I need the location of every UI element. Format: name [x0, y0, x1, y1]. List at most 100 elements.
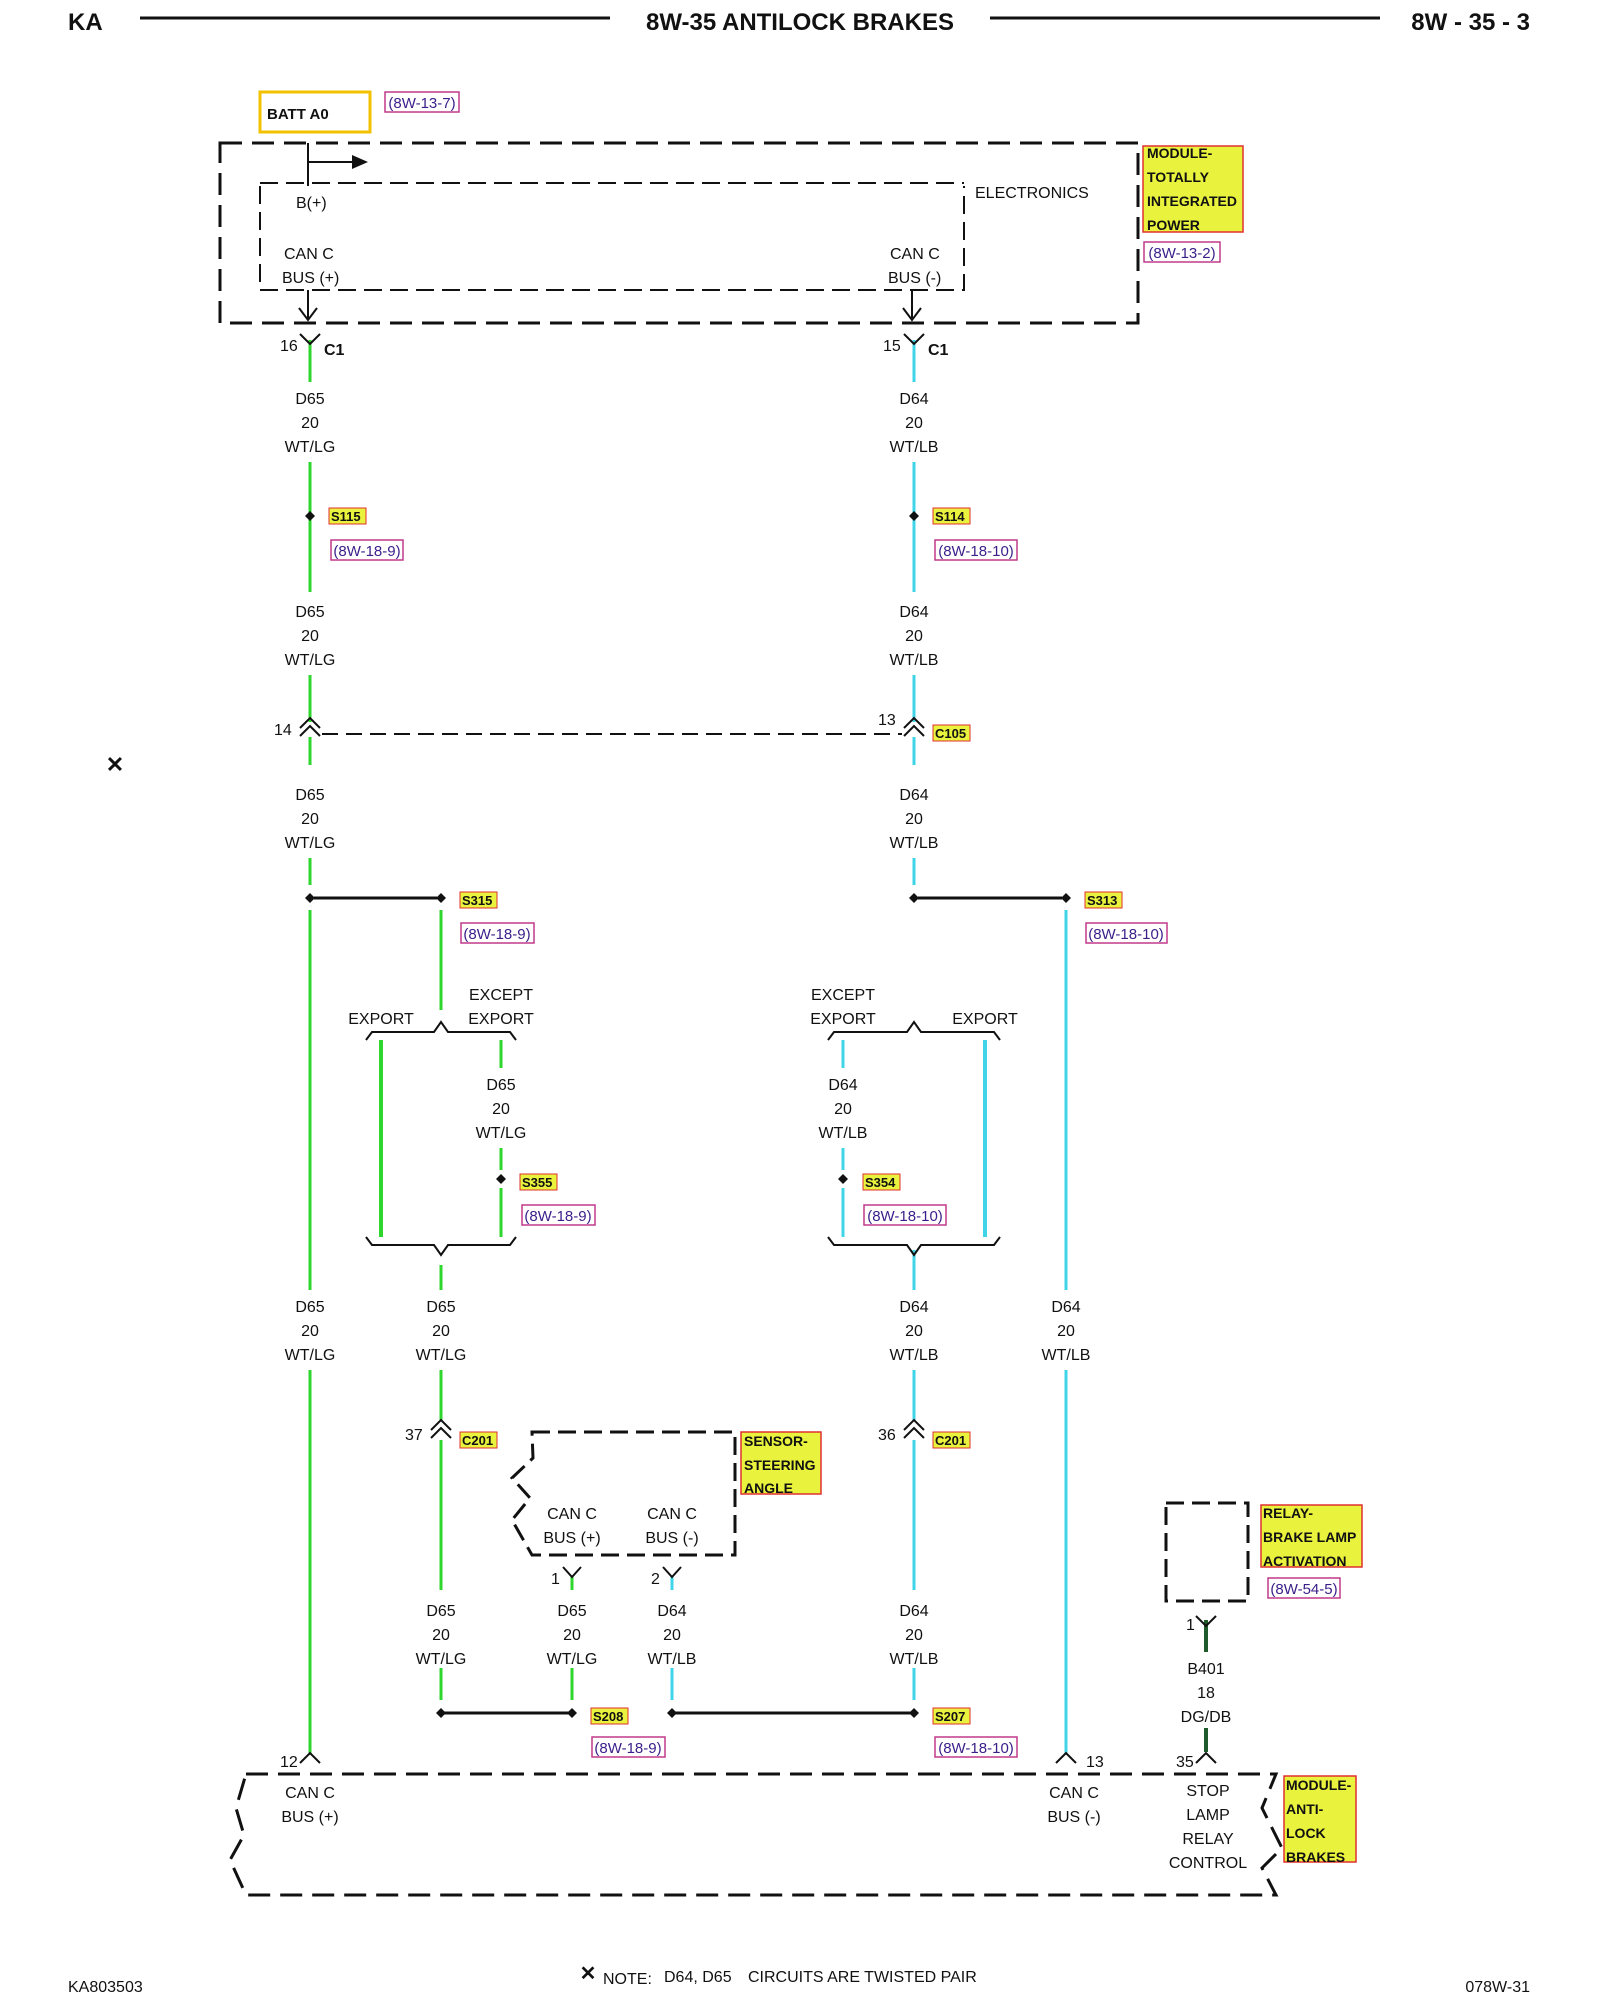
option-except-right-1: EXCEPT [811, 987, 875, 1004]
option-except-right-2: EXPORT [810, 1011, 876, 1028]
relay-name-1: RELAY- [1263, 1505, 1313, 1521]
wire-label-gauge: 20 [301, 811, 319, 828]
wire-label-gauge: 20 [905, 1323, 923, 1340]
footer-note-text: CIRCUITS ARE TWISTED PAIR [748, 1969, 977, 1986]
wire-label-circuit: D65 [295, 391, 324, 408]
wire-label-circuit: D64 [657, 1603, 686, 1620]
splice-dot-s208-a [436, 1708, 446, 1718]
connector-c201: 37 C201 36 C201 [405, 1418, 971, 1449]
tipm-name-3: INTEGRATED [1147, 193, 1237, 209]
sensor-pin-left: 1 [551, 1571, 560, 1588]
tipm-connector-right: C1 [928, 342, 949, 359]
sensor-pin-right: 2 [651, 1571, 660, 1588]
wire-label-circuit: D64 [1051, 1299, 1080, 1316]
splice-s207-ref: (8W-18-10) [938, 1740, 1014, 1757]
splice-s115-ref: (8W-18-9) [333, 543, 400, 560]
option-except-left-1: EXCEPT [469, 987, 533, 1004]
sensor-name-2: STEERING [744, 1457, 816, 1473]
wire-label-gauge: 20 [1057, 1323, 1075, 1340]
wire-label-gauge: 20 [301, 1323, 319, 1340]
electronics-outline [259, 186, 965, 291]
splice-s208-ref: (8W-18-9) [594, 1740, 661, 1757]
splice-s315-ref: (8W-18-9) [463, 926, 530, 943]
splice-dot-s115 [305, 511, 315, 521]
tipm-name-2: TOTALLY [1147, 169, 1210, 185]
splice-dot-s114 [909, 511, 919, 521]
tipm-pin-right: 15 [883, 338, 901, 355]
option-braces [365, 1020, 1001, 1257]
splice-s354-ref: (8W-18-10) [867, 1208, 943, 1225]
tipm-can-left-1: CAN C [284, 246, 334, 263]
wire-label-gauge: 18 [1197, 1685, 1215, 1702]
splice-dot-s313-b [1061, 893, 1071, 903]
tipm-connector-left: C1 [324, 342, 345, 359]
wire-label-gauge: 20 [905, 628, 923, 645]
batt-label: BATT A0 [267, 106, 329, 123]
splice-dot-s313-a [909, 893, 919, 903]
tipm-ref: (8W-13-2) [1148, 245, 1215, 262]
header-left: KA [68, 9, 103, 36]
wire-label-gauge: 20 [834, 1101, 852, 1118]
wire-label-gauge: 20 [563, 1627, 581, 1644]
wire-label-circuit: D65 [426, 1603, 455, 1620]
splice-dot-s355 [496, 1174, 506, 1184]
wire-label-circuit: D64 [899, 391, 928, 408]
wire-label-color: WT/LB [819, 1125, 868, 1142]
wire-label-gauge: 20 [905, 811, 923, 828]
abs-stop-4: CONTROL [1169, 1855, 1247, 1872]
splice-labels: S115 (8W-18-9) S114 (8W-18-10) S315 (8W-… [328, 507, 1168, 1758]
wire-label-gauge: 20 [432, 1323, 450, 1340]
relay-ref: (8W-54-5) [1270, 1581, 1337, 1598]
relay-name-3: ACTIVATION [1263, 1553, 1346, 1569]
sensor-name-3: ANGLE [744, 1480, 793, 1496]
abs-name-2: ANTI- [1286, 1801, 1324, 1817]
steering-angle-sensor: CAN C BUS (+) CAN C BUS (-) 1 2 SENSOR- … [509, 1430, 822, 1588]
splice-dot-s354 [838, 1174, 848, 1184]
c105-name: C105 [935, 726, 966, 741]
connector-c105: 14 13 C105 [274, 712, 971, 742]
brake-lamp-relay: 1 RELAY- BRAKE LAMP ACTIVATION (8W-54-5) [1164, 1501, 1363, 1634]
splice-dot-s207-a [667, 1708, 677, 1718]
c201-name-right: C201 [935, 1433, 966, 1448]
abs-pin-right: 13 [1086, 1754, 1104, 1771]
c105-pin-right: 13 [878, 712, 896, 729]
footer-right: 078W-31 [1465, 1979, 1530, 1996]
wire-label-color: WT/LB [890, 835, 939, 852]
wire-label-circuit: D65 [557, 1603, 586, 1620]
splice-s114-ref: (8W-18-10) [938, 543, 1014, 560]
splice-s313-name: S313 [1087, 893, 1117, 908]
splice-s355-name: S355 [522, 1175, 552, 1190]
wire-label-circuit: D65 [486, 1077, 515, 1094]
tipm-module: BATT A0 (8W-13-7) ELECTRONICS B(+) CAN C… [218, 90, 1244, 359]
wire-label-color: WT/LG [476, 1125, 527, 1142]
abs-stop-2: LAMP [1186, 1807, 1230, 1824]
splice-s115-name: S115 [331, 509, 361, 524]
c201-pin-left: 37 [405, 1427, 423, 1444]
wire-label-color: WT/LB [890, 439, 939, 456]
wire-label-color: WT/LB [890, 1347, 939, 1364]
abs-pin-left: 12 [280, 1754, 298, 1771]
batt-ref: (8W-13-7) [388, 95, 455, 112]
tipm-can-right-2: BUS (-) [888, 270, 941, 287]
wire-label-color: WT/LG [547, 1651, 598, 1668]
wire-label-color: WT/LB [890, 1651, 939, 1668]
tipm-outline [218, 141, 1140, 325]
abs-stop-3: RELAY [1182, 1831, 1234, 1848]
b-plus-label: B(+) [296, 195, 327, 212]
sensor-can-right-1: CAN C [647, 1506, 697, 1523]
abs-stop-1: STOP [1186, 1783, 1229, 1800]
abs-can-right-1: CAN C [1049, 1785, 1099, 1802]
option-export-left: EXPORT [348, 1011, 414, 1028]
option-except-left-2: EXPORT [468, 1011, 534, 1028]
wire-label-color: WT/LG [285, 652, 336, 669]
footer-twist-symbol: ✕ [580, 1963, 597, 1985]
splice-s207-name: S207 [935, 1709, 965, 1724]
wire-label-gauge: 20 [432, 1627, 450, 1644]
tipm-name-4: POWER [1147, 217, 1200, 233]
splice-dot-s315-b [436, 893, 446, 903]
twisted-pair-symbol: ✕ [106, 752, 124, 777]
wire-label-color: WT/LG [416, 1651, 467, 1668]
tipm-can-right-1: CAN C [890, 246, 940, 263]
abs-can-right-2: BUS (-) [1047, 1809, 1100, 1826]
